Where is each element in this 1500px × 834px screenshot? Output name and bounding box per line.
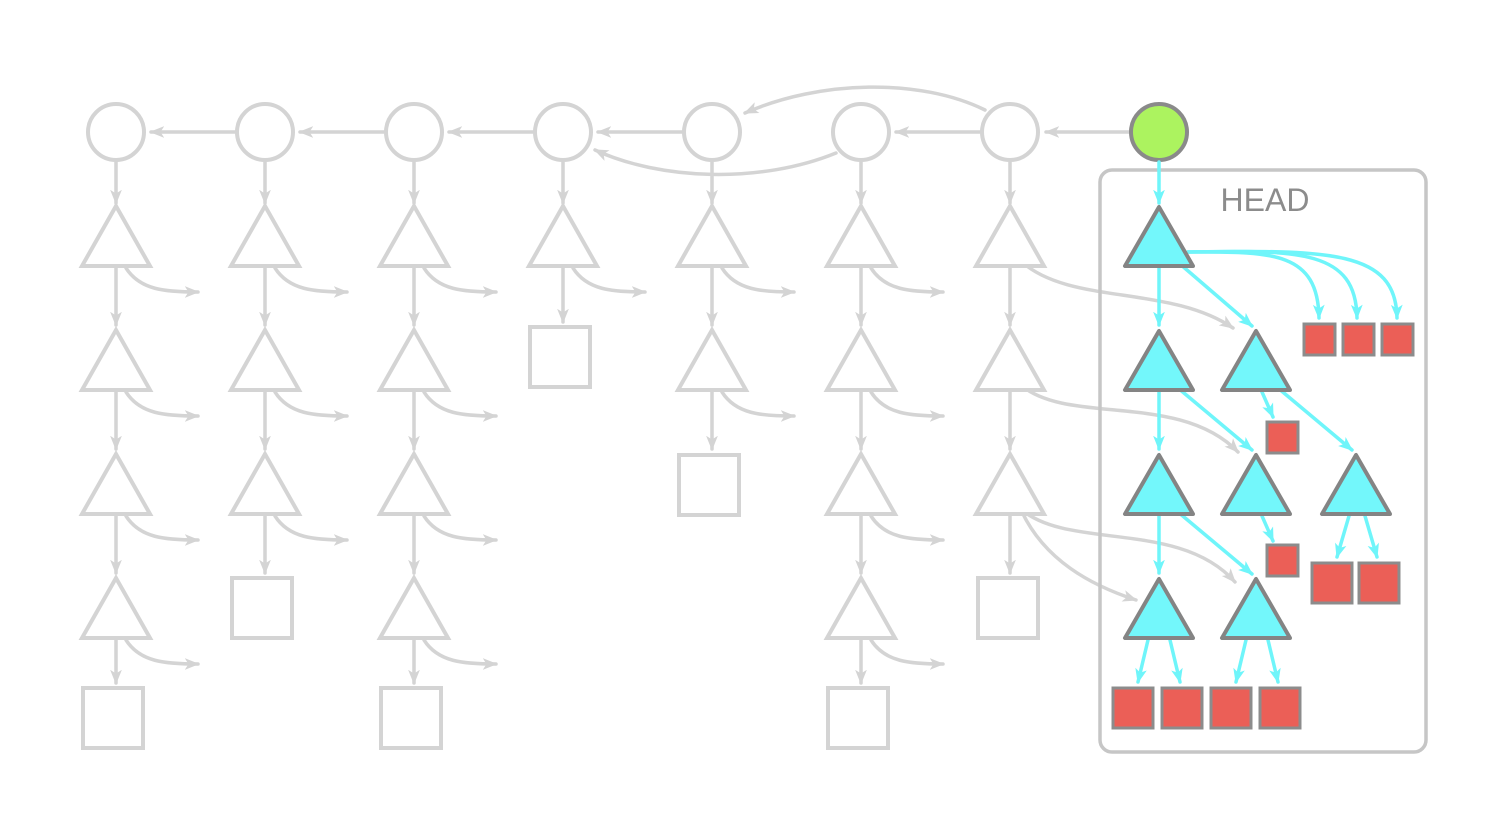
tree-triangle-icon xyxy=(78,449,154,516)
head-label: HEAD xyxy=(1221,182,1310,218)
tree-triangle-icon xyxy=(78,573,154,640)
head-blob-square-icon[interactable] xyxy=(1265,543,1300,578)
tree-triangle-icon xyxy=(227,325,303,392)
commit-circle-icon xyxy=(533,102,593,162)
head-tree-triangle-icon[interactable] xyxy=(1220,453,1292,516)
history-nodes xyxy=(78,102,1048,750)
blob-square-icon xyxy=(976,576,1040,640)
blob-square-icon xyxy=(379,686,443,750)
head-blob-square-icon[interactable] xyxy=(1341,322,1376,357)
head-blob-square-icon[interactable] xyxy=(1258,686,1302,730)
head-blob-square-icon[interactable] xyxy=(1265,420,1300,455)
commit-circle-icon xyxy=(384,102,444,162)
head-group: HEAD xyxy=(1098,102,1428,754)
tree-triangle-icon xyxy=(78,201,154,268)
head-blob-square-icon[interactable] xyxy=(1111,686,1155,730)
tree-triangle-icon xyxy=(972,449,1048,516)
tree-triangle-icon xyxy=(376,325,452,392)
head-blob-square-icon[interactable] xyxy=(1357,561,1401,605)
tree-triangle-icon xyxy=(823,573,899,640)
commit-circle-icon xyxy=(980,102,1040,162)
tree-triangle-icon xyxy=(823,449,899,516)
head-root-tree-triangle-icon[interactable] xyxy=(1123,205,1195,268)
tree-triangle-icon xyxy=(972,325,1048,392)
tree-triangle-icon xyxy=(227,449,303,516)
tree-triangle-icon xyxy=(376,201,452,268)
head-blob-square-icon[interactable] xyxy=(1302,322,1337,357)
commit-circle-icon xyxy=(831,102,891,162)
head-tree-triangle-icon[interactable] xyxy=(1123,453,1195,516)
tree-triangle-icon xyxy=(525,201,601,268)
head-tree-triangle-icon[interactable] xyxy=(1220,329,1292,392)
tree-triangle-icon xyxy=(972,201,1048,268)
tree-triangle-icon xyxy=(823,201,899,268)
commit-circle-icon xyxy=(86,102,146,162)
tree-triangle-icon xyxy=(674,201,750,268)
head-tree-triangle-icon[interactable] xyxy=(1123,577,1195,640)
blob-square-icon xyxy=(528,325,592,389)
head-blob-square-icon[interactable] xyxy=(1209,686,1253,730)
tree-triangle-icon xyxy=(78,325,154,392)
tree-triangle-icon xyxy=(227,201,303,268)
blob-square-icon xyxy=(81,686,145,750)
head-box xyxy=(1098,168,1428,754)
history-edges xyxy=(110,85,1240,685)
head-tree-triangle-icon[interactable] xyxy=(1123,329,1195,392)
head-blob-square-icon[interactable] xyxy=(1160,686,1204,730)
head-tree-triangle-icon[interactable] xyxy=(1220,577,1292,640)
head-tree-triangle-icon[interactable] xyxy=(1320,453,1392,516)
tree-triangle-icon xyxy=(376,573,452,640)
tree-triangle-icon xyxy=(674,325,750,392)
head-blob-square-icon[interactable] xyxy=(1380,322,1415,357)
commit-circle-icon xyxy=(682,102,742,162)
blob-square-icon xyxy=(826,686,890,750)
head-edges xyxy=(1135,160,1403,684)
commit-circle-icon xyxy=(235,102,295,162)
tree-triangle-icon xyxy=(823,325,899,392)
blob-square-icon xyxy=(677,453,741,517)
blob-square-icon xyxy=(230,576,294,640)
tree-triangle-icon xyxy=(376,449,452,516)
head-commit-circle-icon[interactable] xyxy=(1129,102,1189,162)
head-blob-square-icon[interactable] xyxy=(1310,561,1354,605)
